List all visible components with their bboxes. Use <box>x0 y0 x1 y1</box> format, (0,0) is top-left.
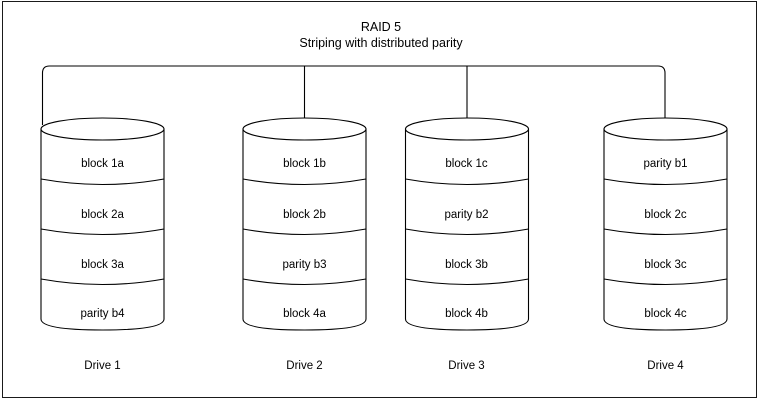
cylinder-divider-2-3 <box>242 278 367 286</box>
cylinder-divider-1-2 <box>40 228 165 236</box>
block-label: block 1a <box>81 158 124 170</box>
block-label: block 3a <box>81 259 124 271</box>
block-label: block 3b <box>445 259 488 271</box>
cylinder-divider-1-3 <box>40 278 165 286</box>
block-label: block 4c <box>644 308 687 320</box>
block-label: block 1c <box>445 158 488 170</box>
drive-cylinder-1[interactable] <box>40 117 165 331</box>
cylinder-divider-3-1 <box>405 178 529 186</box>
cylinder-divider-2-2 <box>242 228 367 236</box>
cylinder-divider-4-1 <box>603 178 728 186</box>
controller-bus <box>41 65 666 125</box>
block-label: parity b2 <box>444 209 489 221</box>
cylinder-divider-2-1 <box>242 178 367 186</box>
block-label: block 2c <box>644 209 687 221</box>
cylinder-divider-1-1 <box>40 178 165 186</box>
cylinder-divider-4-3 <box>603 278 728 286</box>
block-label: block 2b <box>283 209 326 221</box>
block-label: parity b3 <box>282 259 327 271</box>
drive-caption-3: Drive 3 <box>448 360 485 372</box>
block-label: block 3c <box>644 259 687 271</box>
drive-caption-1: Drive 1 <box>84 360 121 372</box>
drive-caption-4: Drive 4 <box>647 360 684 372</box>
drive-cylinder-2[interactable] <box>242 117 367 331</box>
cylinder-body-4 <box>603 128 728 331</box>
block-label: block 4a <box>283 308 326 320</box>
page-subtitle: Striping with distributed parity <box>299 36 463 50</box>
block-label: block 4b <box>445 308 488 320</box>
cylinder-divider-3-3 <box>405 278 529 286</box>
diagram-outer-frame <box>2 1 757 398</box>
cylinder-top-ellipse-4 <box>603 117 728 141</box>
cylinder-body-2 <box>242 128 367 331</box>
drive-cylinder-3[interactable] <box>404 117 530 331</box>
cylinder-top-ellipse-1 <box>40 117 165 141</box>
drive-caption-2: Drive 2 <box>286 360 323 372</box>
cylinder-top-ellipse-3 <box>404 117 530 141</box>
cylinder-body-3 <box>404 128 530 331</box>
cylinder-divider-4-2 <box>603 228 728 236</box>
drive-cylinder-4[interactable] <box>603 117 728 331</box>
block-label: parity b4 <box>80 308 125 320</box>
bus-rail-path <box>41 65 666 125</box>
cylinder-divider-3-2 <box>405 228 529 236</box>
cylinder-top-ellipse-2 <box>242 117 367 141</box>
page-title: RAID 5 <box>360 20 402 34</box>
block-label: block 2a <box>81 209 124 221</box>
cylinder-body-1 <box>40 128 165 331</box>
block-label: parity b1 <box>643 158 688 170</box>
block-label: block 1b <box>283 158 326 170</box>
diagram-title-block: RAID 5 Striping with distributed parity <box>0 19 762 51</box>
